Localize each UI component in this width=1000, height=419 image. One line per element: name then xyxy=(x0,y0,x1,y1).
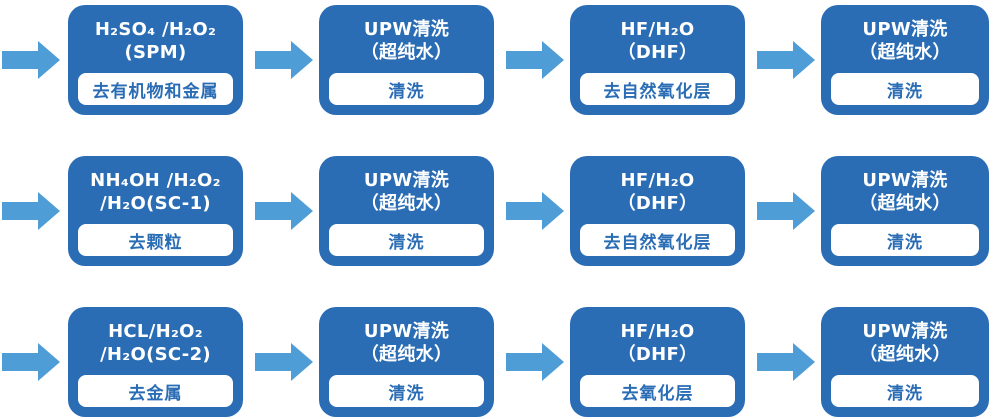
process-step-box: HF/H₂O （DHF） 去自然氧化层 xyxy=(570,156,745,266)
step-title: UPW清洗 （超纯水） xyxy=(821,307,989,375)
step-title-line2: （超纯水） xyxy=(859,343,951,365)
step-title-line1: HF/H₂O xyxy=(620,320,695,342)
step-title-line1: HCL/H₂O₂ xyxy=(108,320,203,342)
step-title-line2: （超纯水） xyxy=(360,343,453,365)
step-title: HF/H₂O （DHF） xyxy=(570,5,745,73)
step-title-line2: （超纯水） xyxy=(360,41,453,63)
step-action-label: 清洗 xyxy=(329,224,484,256)
process-step-box: H₂SO₄ /H₂O₂ (SPM) 去有机物和金属 xyxy=(68,5,243,115)
step-action-label: 去金属 xyxy=(78,375,233,407)
step-title-line2: /H₂O(SC-2) xyxy=(100,343,211,365)
step-title-line2: /H₂O(SC-1) xyxy=(100,192,211,214)
step-title-line1: HF/H₂O xyxy=(620,169,695,191)
step-title-line1: UPW清洗 xyxy=(862,169,948,191)
step-action-label: 清洗 xyxy=(831,73,979,105)
step-title: UPW清洗 （超纯水） xyxy=(821,5,989,73)
process-step-box: HCL/H₂O₂ /H₂O(SC-2) 去金属 xyxy=(68,307,243,417)
step-title-line1: UPW清洗 xyxy=(862,320,948,342)
step-action-label: 清洗 xyxy=(831,375,979,407)
right-arrow-icon xyxy=(2,41,60,79)
step-title-line2: （DHF） xyxy=(617,343,698,365)
step-title-line2: （超纯水） xyxy=(859,41,951,63)
step-title: HCL/H₂O₂ /H₂O(SC-2) xyxy=(68,307,243,375)
flow-row-3: HCL/H₂O₂ /H₂O(SC-2) 去金属 UPW清洗 （超纯水） 清洗 H… xyxy=(0,307,1000,417)
flow-row-1: H₂SO₄ /H₂O₂ (SPM) 去有机物和金属 UPW清洗 （超纯水） 清洗… xyxy=(0,5,1000,115)
step-title: UPW清洗 （超纯水） xyxy=(319,156,494,224)
step-action-label: 去自然氧化层 xyxy=(580,73,735,105)
step-title-line2: (SPM) xyxy=(124,41,187,63)
right-arrow-icon xyxy=(757,192,815,230)
step-action-label: 去有机物和金属 xyxy=(78,73,233,105)
step-title-line1: UPW清洗 xyxy=(363,169,450,191)
right-arrow-icon xyxy=(506,41,564,79)
step-title-line2: （DHF） xyxy=(617,192,698,214)
right-arrow-icon xyxy=(506,343,564,381)
right-arrow-icon xyxy=(506,192,564,230)
step-action-label: 清洗 xyxy=(329,375,484,407)
process-step-box: HF/H₂O （DHF） 去氧化层 xyxy=(570,307,745,417)
right-arrow-icon xyxy=(255,343,313,381)
step-title: HF/H₂O （DHF） xyxy=(570,307,745,375)
step-title: H₂SO₄ /H₂O₂ (SPM) xyxy=(68,5,243,73)
process-step-box: UPW清洗 （超纯水） 清洗 xyxy=(821,307,989,417)
step-title: UPW清洗 （超纯水） xyxy=(821,156,989,224)
step-action-label: 去自然氧化层 xyxy=(580,224,735,256)
process-step-box: HF/H₂O （DHF） 去自然氧化层 xyxy=(570,5,745,115)
process-step-box: UPW清洗 （超纯水） 清洗 xyxy=(319,156,494,266)
process-step-box: UPW清洗 （超纯水） 清洗 xyxy=(319,5,494,115)
right-arrow-icon xyxy=(757,343,815,381)
step-title-line1: UPW清洗 xyxy=(862,18,948,40)
step-title: HF/H₂O （DHF） xyxy=(570,156,745,224)
step-action-label: 清洗 xyxy=(831,224,979,256)
step-title-line1: UPW清洗 xyxy=(363,320,450,342)
step-title-line1: HF/H₂O xyxy=(620,18,695,40)
step-title-line2: （超纯水） xyxy=(859,192,951,214)
step-action-label: 去氧化层 xyxy=(580,375,735,407)
right-arrow-icon xyxy=(255,192,313,230)
process-step-box: NH₄OH /H₂O₂ /H₂O(SC-1) 去颗粒 xyxy=(68,156,243,266)
right-arrow-icon xyxy=(255,41,313,79)
step-title-line2: （超纯水） xyxy=(360,192,453,214)
step-action-label: 去颗粒 xyxy=(78,224,233,256)
right-arrow-icon xyxy=(2,343,60,381)
step-action-label: 清洗 xyxy=(329,73,484,105)
process-step-box: UPW清洗 （超纯水） 清洗 xyxy=(821,5,989,115)
step-title: UPW清洗 （超纯水） xyxy=(319,5,494,73)
step-title: NH₄OH /H₂O₂ /H₂O(SC-1) xyxy=(68,156,243,224)
step-title-line1: NH₄OH /H₂O₂ xyxy=(90,169,221,191)
step-title-line1: H₂SO₄ /H₂O₂ xyxy=(94,18,217,40)
step-title-line2: （DHF） xyxy=(617,41,698,63)
process-step-box: UPW清洗 （超纯水） 清洗 xyxy=(319,307,494,417)
process-step-box: UPW清洗 （超纯水） 清洗 xyxy=(821,156,989,266)
step-title-line1: UPW清洗 xyxy=(363,18,450,40)
right-arrow-icon xyxy=(2,192,60,230)
step-title: UPW清洗 （超纯水） xyxy=(319,307,494,375)
flow-row-2: NH₄OH /H₂O₂ /H₂O(SC-1) 去颗粒 UPW清洗 （超纯水） 清… xyxy=(0,156,1000,266)
right-arrow-icon xyxy=(757,41,815,79)
